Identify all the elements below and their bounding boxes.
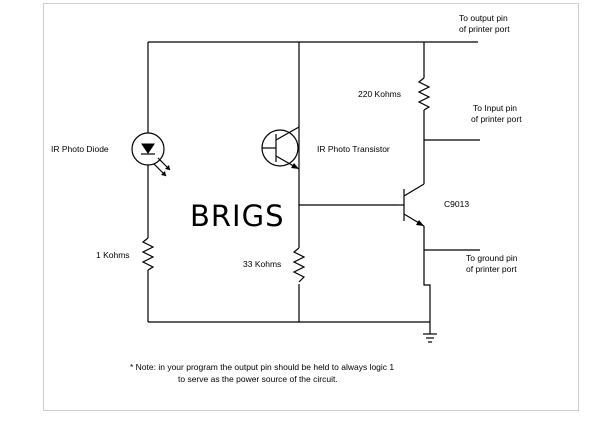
ir-photo-diode-label: IR Photo Diode	[51, 144, 109, 154]
ir-photo-diode-symbol	[131, 122, 171, 177]
ir-photo-transistor-label: IR Photo Transistor	[317, 144, 390, 154]
ground-pin-label-line2: of printer port	[466, 264, 517, 274]
output-pin-label-line2: of printer port	[459, 24, 510, 34]
resistor-1k-label: 1 Kohms	[96, 250, 130, 260]
emitter-wire	[423, 250, 431, 322]
c9013-transistor-symbol	[398, 183, 425, 227]
resistor-220k-icon	[417, 77, 431, 111]
input-pin-label-line2: of printer port	[471, 114, 522, 124]
ground-icon	[423, 322, 437, 343]
diagram-frame	[43, 3, 579, 411]
ir-photo-transistor-symbol	[261, 126, 300, 170]
resistor-33k-label: 33 Kohms	[243, 259, 281, 269]
brigs-watermark: BRIGS	[190, 199, 284, 233]
resistor-33k-icon	[292, 247, 306, 283]
ground-pin-wire	[423, 226, 480, 251]
resistor-220k-label: 220 Kohms	[358, 89, 401, 99]
resistor-1k-icon	[141, 237, 155, 271]
note-line-1: * Note: in your program the output pin s…	[130, 362, 394, 372]
output-pin-label-line1: To output pin	[459, 13, 508, 23]
note-line-2: to serve as the power source of the circ…	[178, 374, 338, 384]
input-pin-label-line1: To Input pin	[473, 103, 517, 113]
ground-pin-label-line1: To ground pin	[466, 253, 518, 263]
c9013-label: C9013	[444, 199, 469, 209]
